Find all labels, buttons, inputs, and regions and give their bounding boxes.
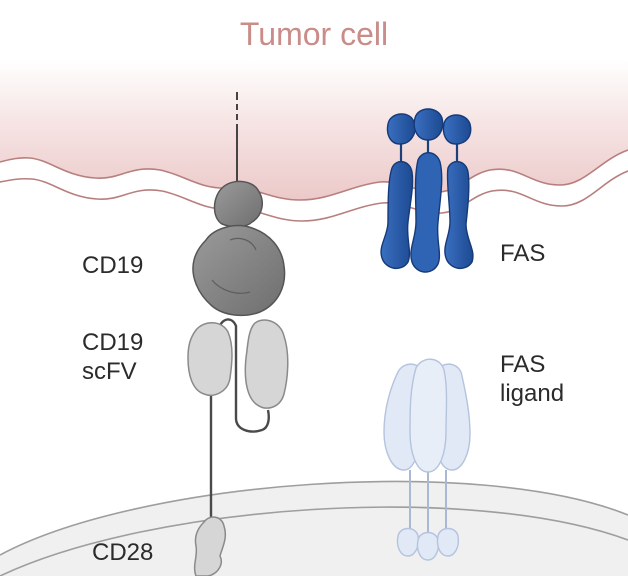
cd19-scfv-label: CD19 scFV <box>82 328 143 387</box>
fas-ligand-label: FAS ligand <box>500 350 564 409</box>
cd28-domain <box>193 516 227 576</box>
fas-label: FAS <box>500 240 546 267</box>
tumor-cell-title: Tumor cell <box>239 16 389 52</box>
fas-ligand <box>383 358 471 561</box>
car-stalk <box>209 318 270 520</box>
cd19-label: CD19 <box>82 252 144 279</box>
cd19-scfv <box>187 319 289 409</box>
tumor-cell-membrane <box>0 60 628 222</box>
fas-ligand-label-line2: ligand <box>500 380 565 408</box>
t-cell-membrane <box>0 480 628 576</box>
cd19-scfv-label-line2: scFV <box>82 358 137 386</box>
cd28-label: CD28 <box>92 539 154 566</box>
cd19-scfv-label-line1: CD19 <box>82 329 144 356</box>
fas-receptor <box>380 108 474 273</box>
cd19-antigen <box>192 180 286 317</box>
fas-ligand-label-line1: FAS <box>500 351 546 378</box>
